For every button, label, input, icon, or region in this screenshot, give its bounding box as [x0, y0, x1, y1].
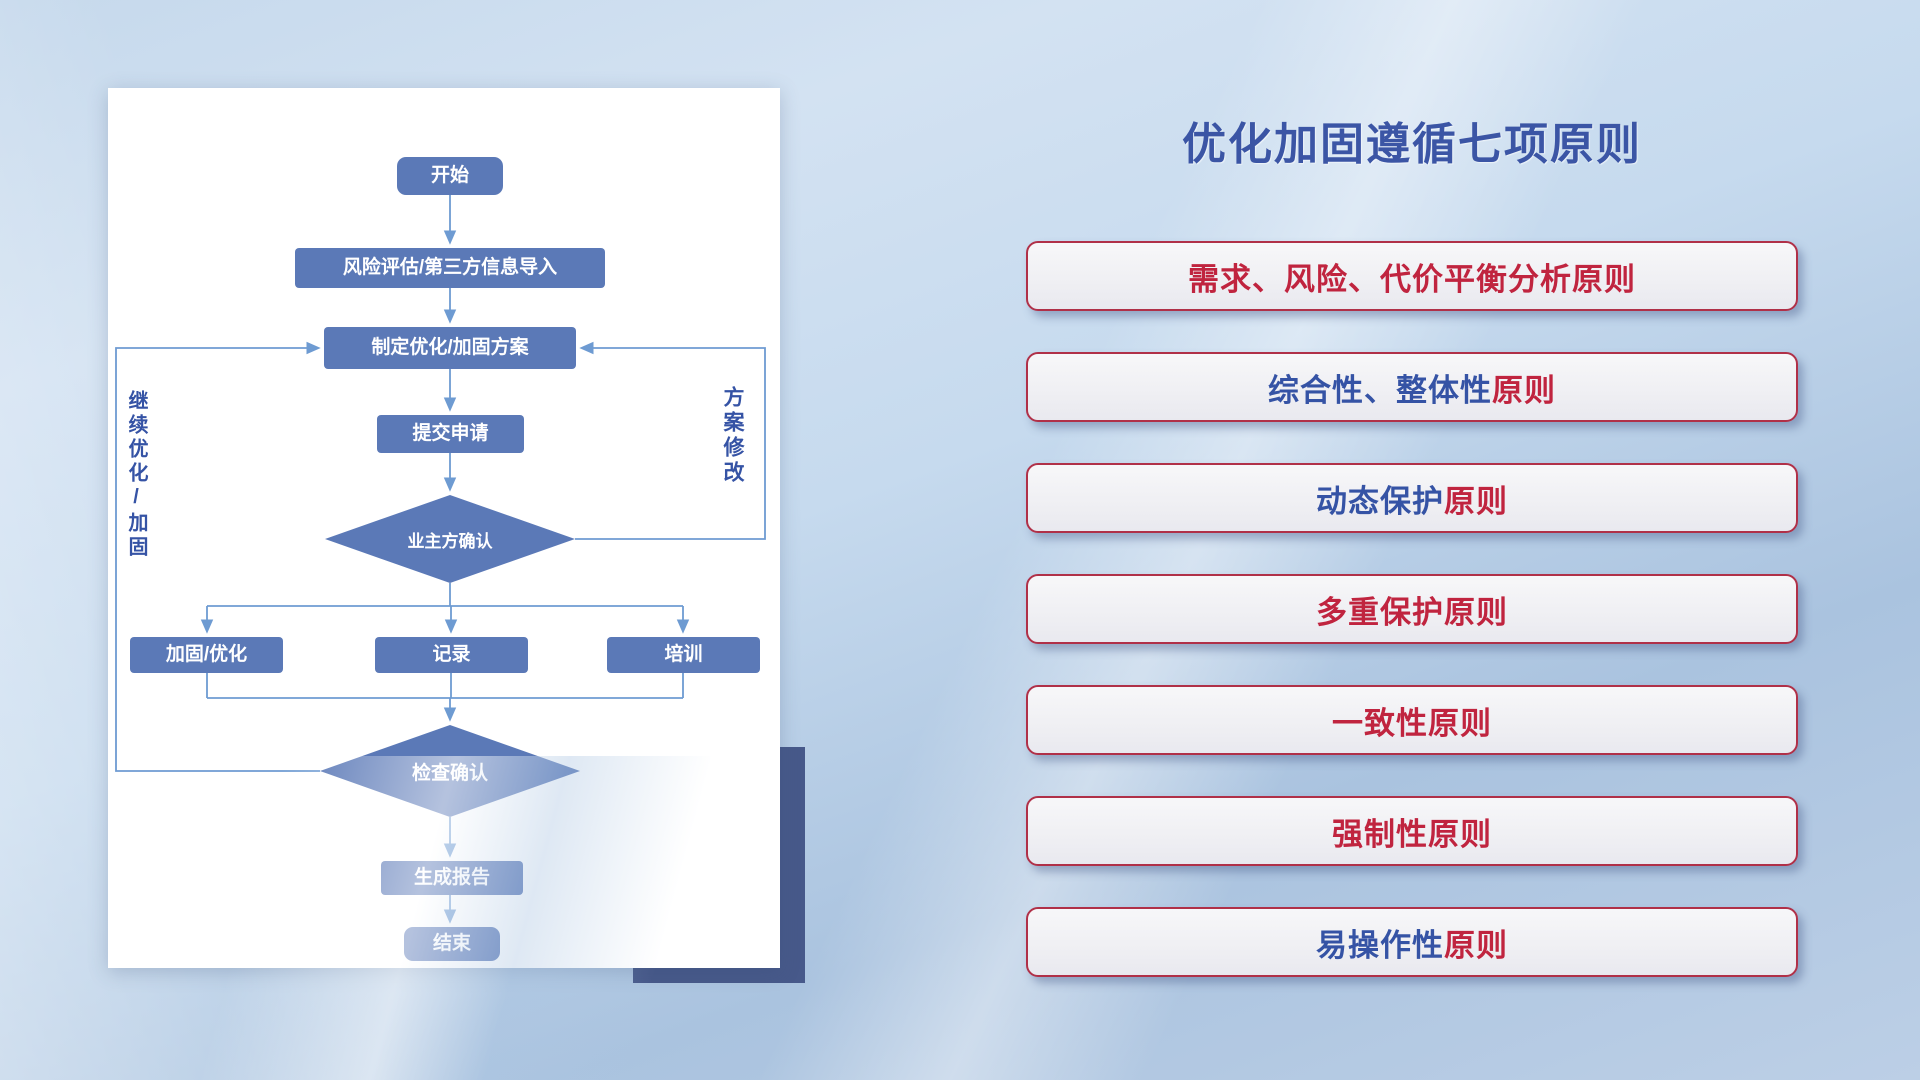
principle-box-2: 综合性、整体性原则: [1026, 352, 1798, 422]
principle-box-1: 需求、风险、代价平衡分析原则: [1026, 241, 1798, 311]
flowchart-card: 开始 风险评估/第三方信息导入 制定优化/加固方案 提交申请 业主方确认 加固/…: [108, 88, 780, 968]
principle-box-5: 一致性原则: [1026, 685, 1798, 755]
flow-node-report: 生成报告: [381, 861, 523, 895]
principle-text-suffix: 原则: [1444, 594, 1508, 630]
principle-text: 综合性、整体性: [1268, 372, 1492, 408]
flow-connectors: [115, 195, 766, 924]
principle-text-suffix: 原则: [1572, 261, 1636, 297]
principle-text: 一致性: [1332, 705, 1428, 741]
flow-node-submit: 提交申请: [377, 415, 524, 453]
principles-panel: 优化加固遵循七项原则 需求、风险、代价平衡分析原则 综合性、整体性原则 动态保护…: [1026, 0, 1798, 1080]
principle-box-7: 易操作性原则: [1026, 907, 1798, 977]
principle-box-6: 强制性原则: [1026, 796, 1798, 866]
principle-text-suffix: 原则: [1492, 372, 1556, 408]
principle-text-suffix: 原则: [1444, 927, 1508, 963]
principle-text: 需求、风险、代价平衡分析: [1188, 261, 1572, 297]
flow-node-reinforce: 加固/优化: [130, 637, 283, 673]
flow-node-end: 结束: [404, 927, 500, 961]
page-title: 优化加固遵循七项原则: [1182, 120, 1642, 169]
principle-text-suffix: 原则: [1444, 483, 1508, 519]
principle-text: 动态保护: [1316, 483, 1444, 519]
principle-box-4: 多重保护原则: [1026, 574, 1798, 644]
principle-text-suffix: 原则: [1428, 705, 1492, 741]
principle-box-3: 动态保护原则: [1026, 463, 1798, 533]
flow-node-record: 记录: [375, 637, 528, 673]
loop-label-continue-optimize: 继续优化/加固: [125, 390, 147, 560]
principle-text: 强制性: [1332, 816, 1428, 852]
flow-node-make-plan: 制定优化/加固方案: [324, 327, 576, 369]
principle-text-suffix: 原则: [1428, 816, 1492, 852]
flow-node-training: 培训: [607, 637, 760, 673]
principle-text: 多重保护: [1316, 594, 1444, 630]
principle-text: 易操作性: [1316, 927, 1444, 963]
flow-node-start: 开始: [397, 157, 503, 195]
loop-label-plan-modify: 方案修改: [721, 386, 744, 486]
flow-node-risk-import: 风险评估/第三方信息导入: [295, 248, 605, 288]
